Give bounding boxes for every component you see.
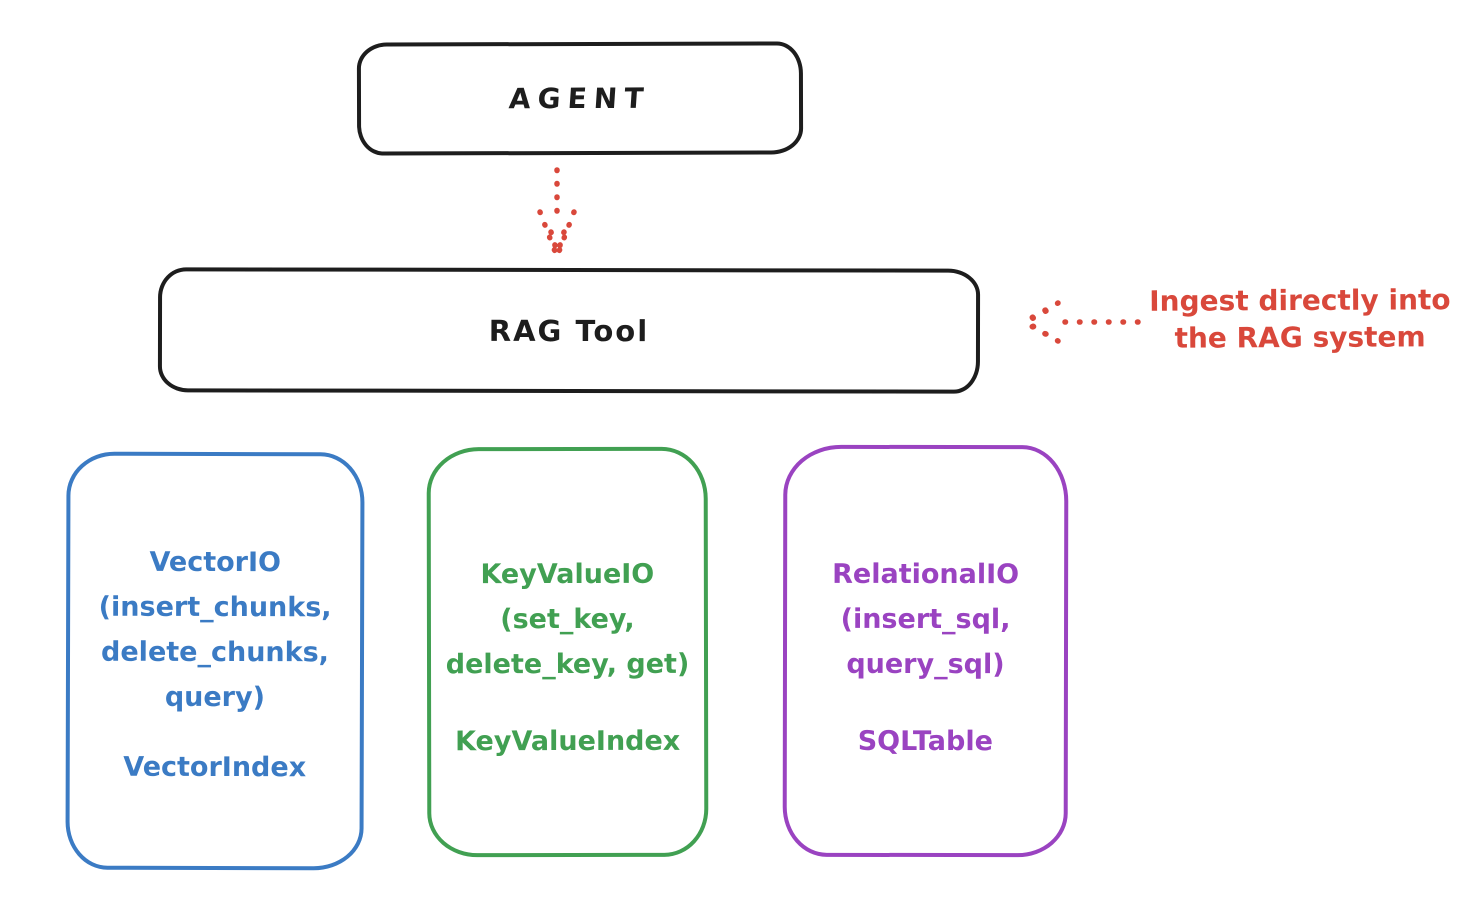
- ingest-arrow: [1021, 300, 1141, 344]
- agent-node: AGENT: [356, 41, 804, 156]
- relational-io-line-3: query_sql): [846, 648, 1005, 681]
- relational-io-node: RelationalIO (insert_sql, query_sql) SQL…: [782, 444, 1069, 858]
- vector-io-line-3: delete_chunks,: [101, 636, 329, 669]
- vector-io-line-2: (insert_chunks,: [98, 591, 332, 624]
- key-value-index-label: KeyValueIndex: [455, 725, 681, 758]
- key-value-io-signature: KeyValueIO (set_key, delete_key, get): [431, 552, 704, 687]
- relational-io-signature: RelationalIO (insert_sql, query_sql): [787, 552, 1064, 687]
- relational-io-line-2: (insert_sql,: [840, 603, 1011, 636]
- agent-label: AGENT: [508, 81, 652, 116]
- sql-table-label: SQLTable: [857, 725, 993, 758]
- relational-io-line-1: RelationalIO: [832, 558, 1020, 591]
- key-value-io-line-2: (set_key,: [500, 603, 635, 636]
- vector-io-node: VectorIO (insert_chunks, delete_chunks, …: [65, 451, 365, 871]
- vector-io-line-1: VectorIO: [149, 546, 282, 579]
- vector-io-line-4: query): [164, 681, 266, 714]
- key-value-io-line-3: delete_key, get): [445, 648, 690, 681]
- ingest-annotation-line-2: the RAG system: [1174, 320, 1426, 355]
- key-value-io-node: KeyValueIO (set_key, delete_key, get) Ke…: [426, 446, 709, 858]
- vector-index-label: VectorIndex: [123, 751, 307, 784]
- vector-io-signature: VectorIO (insert_chunks, delete_chunks, …: [70, 540, 360, 721]
- key-value-io-line-1: KeyValueIO: [480, 558, 655, 591]
- rag-tool-label: RAG Tool: [488, 313, 650, 348]
- ingest-annotation: Ingest directly into the RAG system: [1130, 281, 1470, 357]
- ingest-annotation-line-1: Ingest directly into: [1149, 283, 1451, 318]
- agent-to-ragtool-arrow: [537, 167, 577, 257]
- rag-tool-node: RAG Tool: [157, 267, 981, 394]
